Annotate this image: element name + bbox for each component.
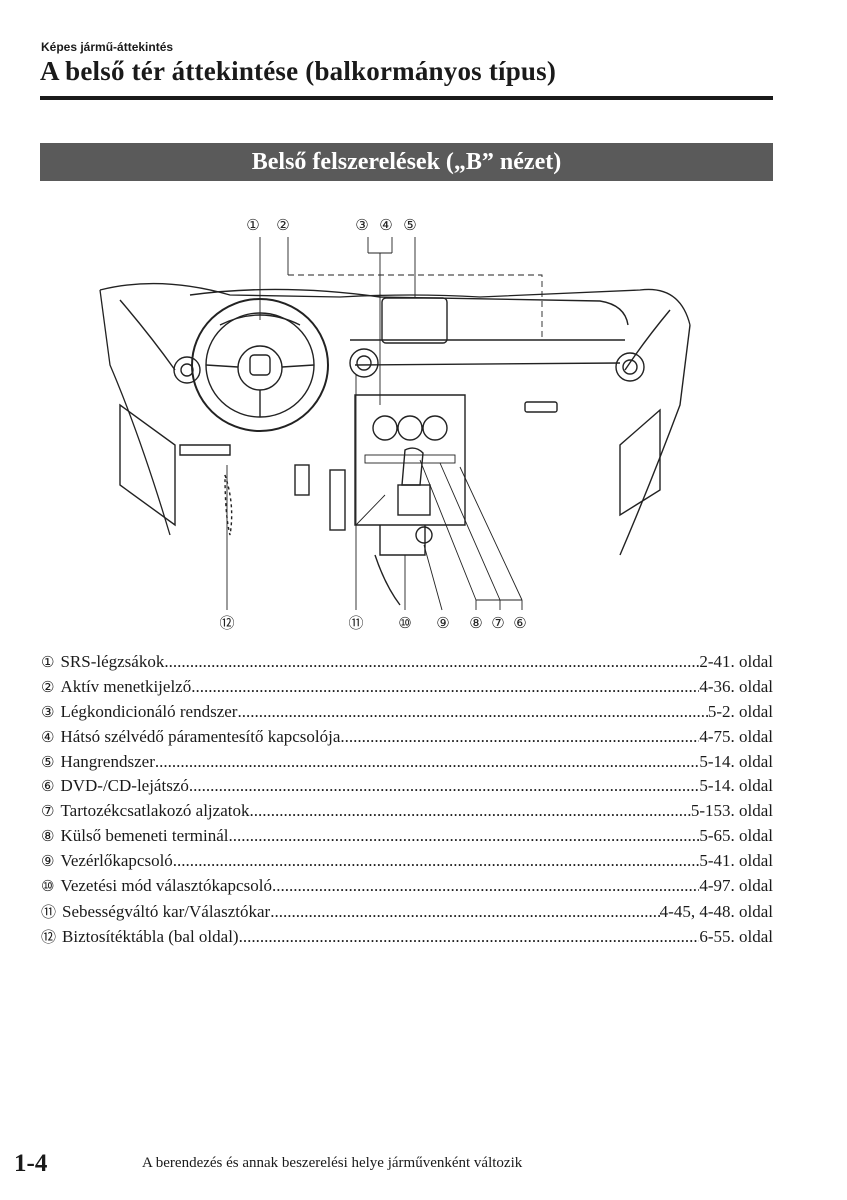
item-label: Aktív menetkijelző [60, 676, 192, 696]
item-number: ⑥ [41, 777, 55, 796]
list-item: ③ Légkondicionáló rendszer 5-2. oldal [41, 702, 773, 727]
item-label: Hátsó szélvédő páramentesítő kapcsolója [60, 726, 341, 746]
callout-3: ③ [355, 216, 368, 234]
item-page: 5-153. oldal [690, 801, 773, 821]
item-label: DVD-/CD-lejátszó [60, 776, 189, 796]
item-number: ⑩ [41, 877, 55, 896]
list-item: ⑥ DVD-/CD-lejátszó 5-14. oldal [41, 776, 773, 801]
item-page: 4-97. oldal [699, 876, 773, 896]
item-label: Biztosítéktábla (bal oldal) [62, 926, 239, 946]
callout-7: ⑦ [491, 614, 504, 632]
footer-note: A berendezés és annak beszerelési helye … [142, 1155, 523, 1171]
item-number: ⑧ [41, 827, 55, 846]
callout-2: ② [276, 216, 289, 234]
callout-5: ⑤ [403, 216, 416, 234]
page-title: A belső tér áttekintése (balkormányos tí… [40, 56, 557, 86]
list-item: ⑦ Tartozékcsatlakozó aljzatok 5-153. oldal [41, 801, 773, 826]
item-page: 5-65. oldal [699, 826, 773, 846]
title-divider [40, 96, 773, 100]
list-item: ① SRS-légzsákok 2-41. oldal [41, 652, 773, 677]
item-number: ③ [41, 702, 55, 721]
item-label: Hangrendszer [60, 751, 155, 771]
item-label: SRS-légzsákok [60, 652, 165, 671]
item-page: 5-41. oldal [699, 851, 773, 871]
item-number: ⑤ [41, 752, 55, 771]
item-page: 5-14. oldal [699, 776, 773, 796]
item-number: ⑫ [41, 927, 57, 946]
callout-10: ⑩ [398, 614, 411, 632]
item-label: Tartozékcsatlakozó aljzatok [60, 801, 250, 821]
item-number: ① [41, 653, 55, 671]
item-number: ② [41, 677, 55, 696]
callout-12: ⑫ [219, 614, 234, 632]
callout-4: ④ [379, 216, 392, 234]
item-number: ⑦ [41, 802, 55, 821]
interior-illustration: ① ② ③ ④ ⑤ [99, 216, 691, 632]
breadcrumb: Képes jármű-áttekintés [41, 40, 174, 54]
callout-1: ① [246, 216, 259, 234]
item-label: Vezetési mód választókapcsoló [60, 876, 272, 896]
item-number: ④ [41, 727, 55, 746]
item-label: Sebességváltó kar/Választókar [62, 901, 271, 921]
page-number: 1-4 [14, 1150, 48, 1177]
item-page: 5-14. oldal [699, 751, 773, 771]
section-title: Belső felszerelések („B” nézet) [40, 143, 773, 181]
list-item: ⑨ Vezérlőkapcsoló 5-41. oldal [41, 851, 773, 876]
item-page: 2-41. oldal [699, 652, 773, 671]
list-item: ⑩ Vezetési mód választókapcsoló 4-97. olda… [41, 876, 773, 901]
item-page: 4-45, 4-48. oldal [659, 901, 773, 921]
item-page: 4-36. oldal [699, 676, 773, 696]
item-list: ① SRS-légzsákok 2-41. oldal ② Aktív menetki… [41, 652, 773, 951]
item-number: ⑨ [41, 852, 55, 871]
callout-6: ⑥ [513, 614, 526, 632]
item-page: 6-55. oldal [699, 926, 773, 946]
list-item: ⑪ Sebességváltó kar/Választókar 4-45, 4-48… [41, 901, 773, 926]
list-item: ④ Hátsó szélvédő páramentesítő kapcsolója… [41, 727, 773, 752]
callout-8: ⑧ [469, 614, 482, 632]
item-page: 4-75. oldal [699, 726, 773, 746]
item-label: Külső bemeneti terminál [60, 826, 229, 846]
list-item: ⑧ Külső bemeneti terminál 5-65. oldal [41, 826, 773, 851]
item-label: Légkondicionáló rendszer [60, 701, 238, 721]
item-page: 5-2. oldal [707, 701, 773, 721]
list-item: ② Aktív menetkijelző 4-36. oldal [41, 677, 773, 702]
callout-9: ⑨ [436, 614, 449, 632]
list-item: ⑫ Biztosítéktábla (bal oldal) 6-55. oldal [41, 926, 773, 951]
item-number: ⑪ [41, 902, 57, 921]
item-label: Vezérlőkapcsoló [60, 851, 173, 871]
list-item: ⑤ Hangrendszer 5-14. oldal [41, 752, 773, 777]
callout-11: ⑪ [348, 614, 363, 632]
